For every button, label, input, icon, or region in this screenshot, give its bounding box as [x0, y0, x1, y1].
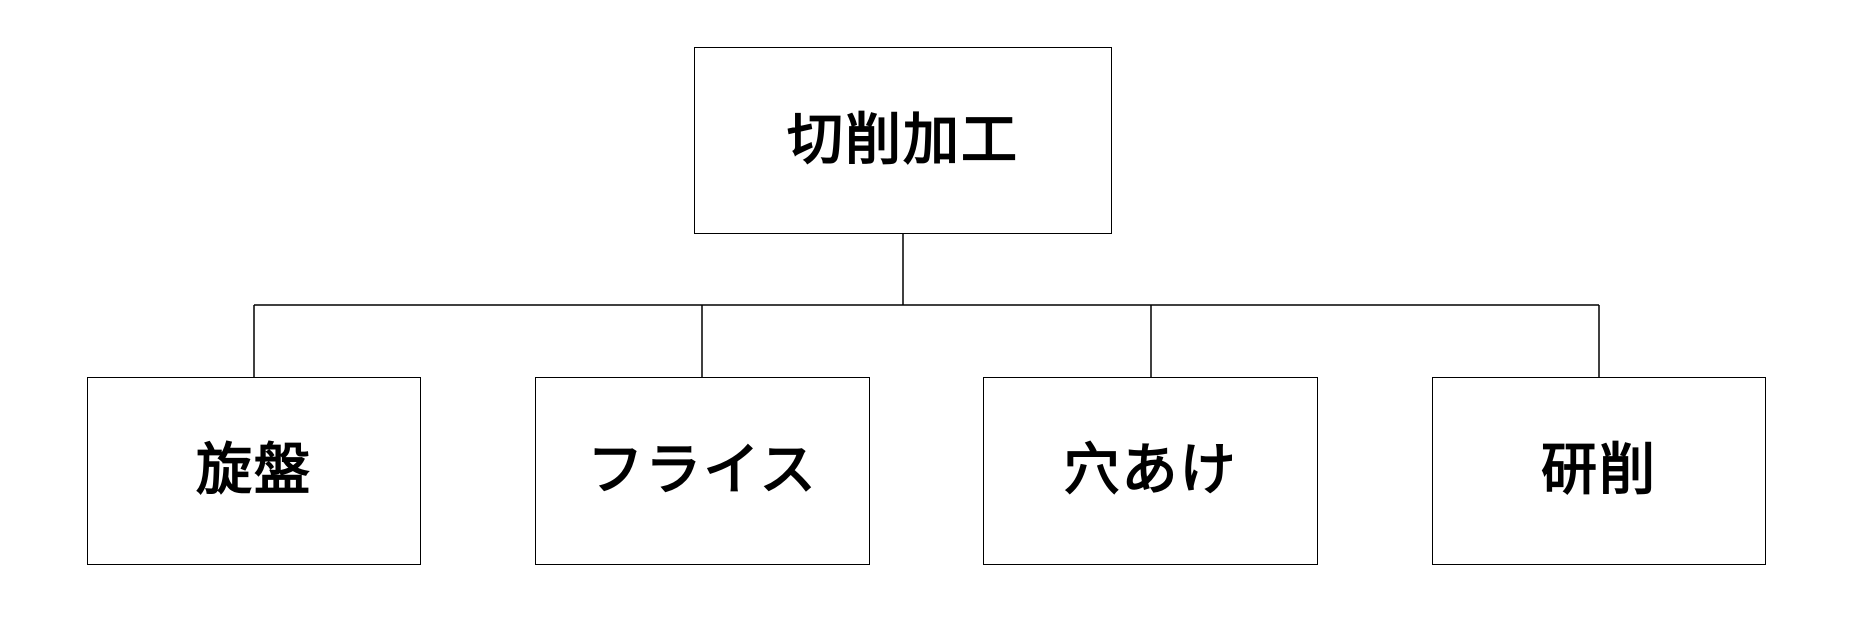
root-node: 切削加工: [694, 47, 1112, 234]
child-node-lathe: 旋盤: [87, 377, 421, 565]
child-node-label: 旋盤: [196, 438, 312, 503]
child-node-label: 穴あけ: [1063, 438, 1238, 503]
child-node-label: フライス: [587, 438, 818, 503]
child-node-milling: フライス: [535, 377, 870, 565]
child-node-drilling: 穴あけ: [983, 377, 1318, 565]
child-node-grinding: 研削: [1432, 377, 1766, 565]
child-node-label: 研削: [1541, 438, 1657, 503]
root-node-label: 切削加工: [787, 107, 1019, 173]
